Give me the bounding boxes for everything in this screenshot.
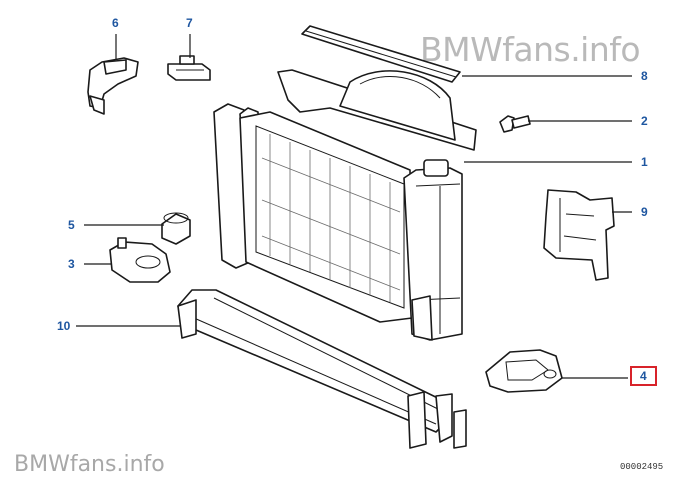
callout-9[interactable]: 9 xyxy=(641,205,648,219)
callout-1[interactable]: 1 xyxy=(641,155,648,169)
callout-5[interactable]: 5 xyxy=(68,218,75,232)
part-9-side-bracket[interactable] xyxy=(543,189,615,281)
part-7-grommet[interactable] xyxy=(167,55,211,81)
watermark-bottom: BMWfans.info xyxy=(14,452,165,477)
part-6-bracket[interactable] xyxy=(87,57,139,115)
part-5-rubber-mount[interactable] xyxy=(161,212,191,245)
callout-6[interactable]: 6 xyxy=(112,16,119,30)
callout-4-highlighted[interactable]: 4 xyxy=(630,366,657,386)
part-1-radiator[interactable] xyxy=(213,103,463,341)
callout-10[interactable]: 10 xyxy=(57,319,71,333)
leader-lines xyxy=(76,34,632,379)
part-3-lower-mount[interactable] xyxy=(109,237,171,283)
callout-8[interactable]: 8 xyxy=(641,69,648,83)
callout-7[interactable]: 7 xyxy=(186,16,193,30)
diagram-code: 00002495 xyxy=(620,462,664,472)
part-8-seal-strip[interactable] xyxy=(301,25,461,83)
watermark-top: BMWfans.info xyxy=(420,30,641,69)
callout-3[interactable]: 3 xyxy=(68,257,75,271)
fan-shroud xyxy=(277,69,477,151)
part-10-support-beam[interactable] xyxy=(177,289,467,449)
part-4-mount[interactable] xyxy=(485,349,563,393)
part-2-pin[interactable] xyxy=(499,115,531,133)
callout-2[interactable]: 2 xyxy=(641,114,648,128)
